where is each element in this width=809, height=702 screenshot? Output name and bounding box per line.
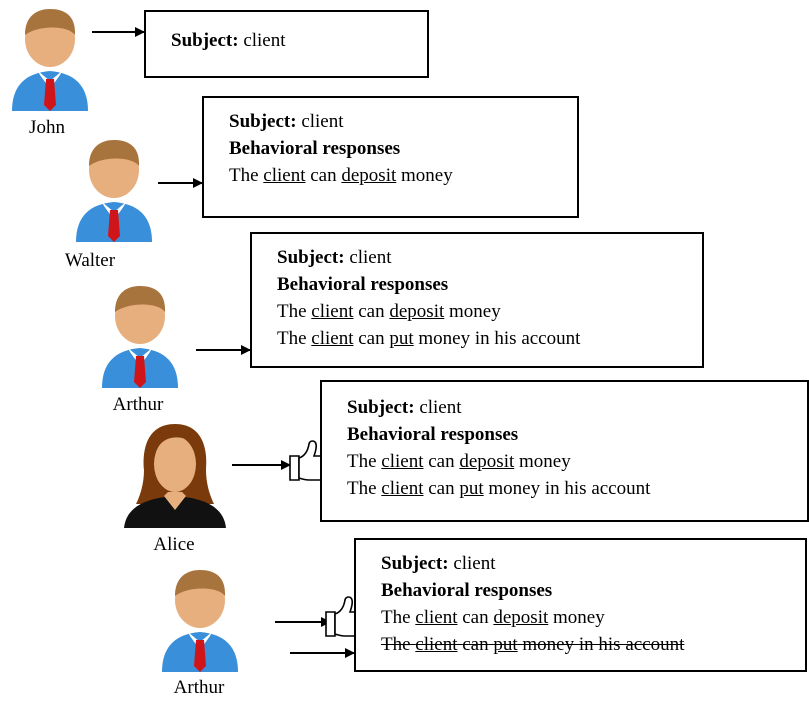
knowledge-box-alice: Subject: client Behavioral responses The… <box>320 380 809 522</box>
arthur-avatar <box>102 286 178 388</box>
response-line: The client can deposit money <box>229 165 453 186</box>
actor-name-alice: Alice <box>153 534 195 555</box>
subject-line: Subject: client <box>229 111 344 132</box>
actor-name-john: John <box>29 117 65 138</box>
response-line: The client can deposit money <box>381 607 605 628</box>
subject-line: Subject: client <box>381 553 496 574</box>
actor-name-arthur: Arthur <box>173 677 225 698</box>
actor-name-arthur: Arthur <box>112 394 164 415</box>
subject-line: Subject: client <box>171 30 286 51</box>
response-line: The client can deposit money <box>277 301 501 322</box>
knowledge-box-arthur: Subject: client Behavioral responses The… <box>250 232 704 368</box>
response-line: The client can put money in his account <box>347 478 651 499</box>
subject-line: Subject: client <box>347 397 462 418</box>
knowledge-box-john: Subject: client <box>144 10 429 78</box>
behavioral-heading: Behavioral responses <box>229 138 401 159</box>
behavioral-heading: Behavioral responses <box>277 274 449 295</box>
john-avatar <box>12 9 88 111</box>
response-line: The client can put money in his account <box>277 328 581 349</box>
behavioral-heading: Behavioral responses <box>381 580 553 601</box>
behavioral-heading: Behavioral responses <box>347 424 519 445</box>
knowledge-box-walter: Subject: client Behavioral responses The… <box>202 96 579 218</box>
actor-name-walter: Walter <box>64 250 116 271</box>
response-line: The client can deposit money <box>347 451 571 472</box>
revoked-response-line: The client can put money in his account <box>381 634 685 655</box>
walter-avatar <box>76 140 152 242</box>
subject-line: Subject: client <box>277 247 392 268</box>
alice-avatar <box>124 424 226 528</box>
knowledge-box-arthur-updated: Subject: client Behavioral responses The… <box>354 538 807 672</box>
arthur-avatar <box>162 570 238 672</box>
